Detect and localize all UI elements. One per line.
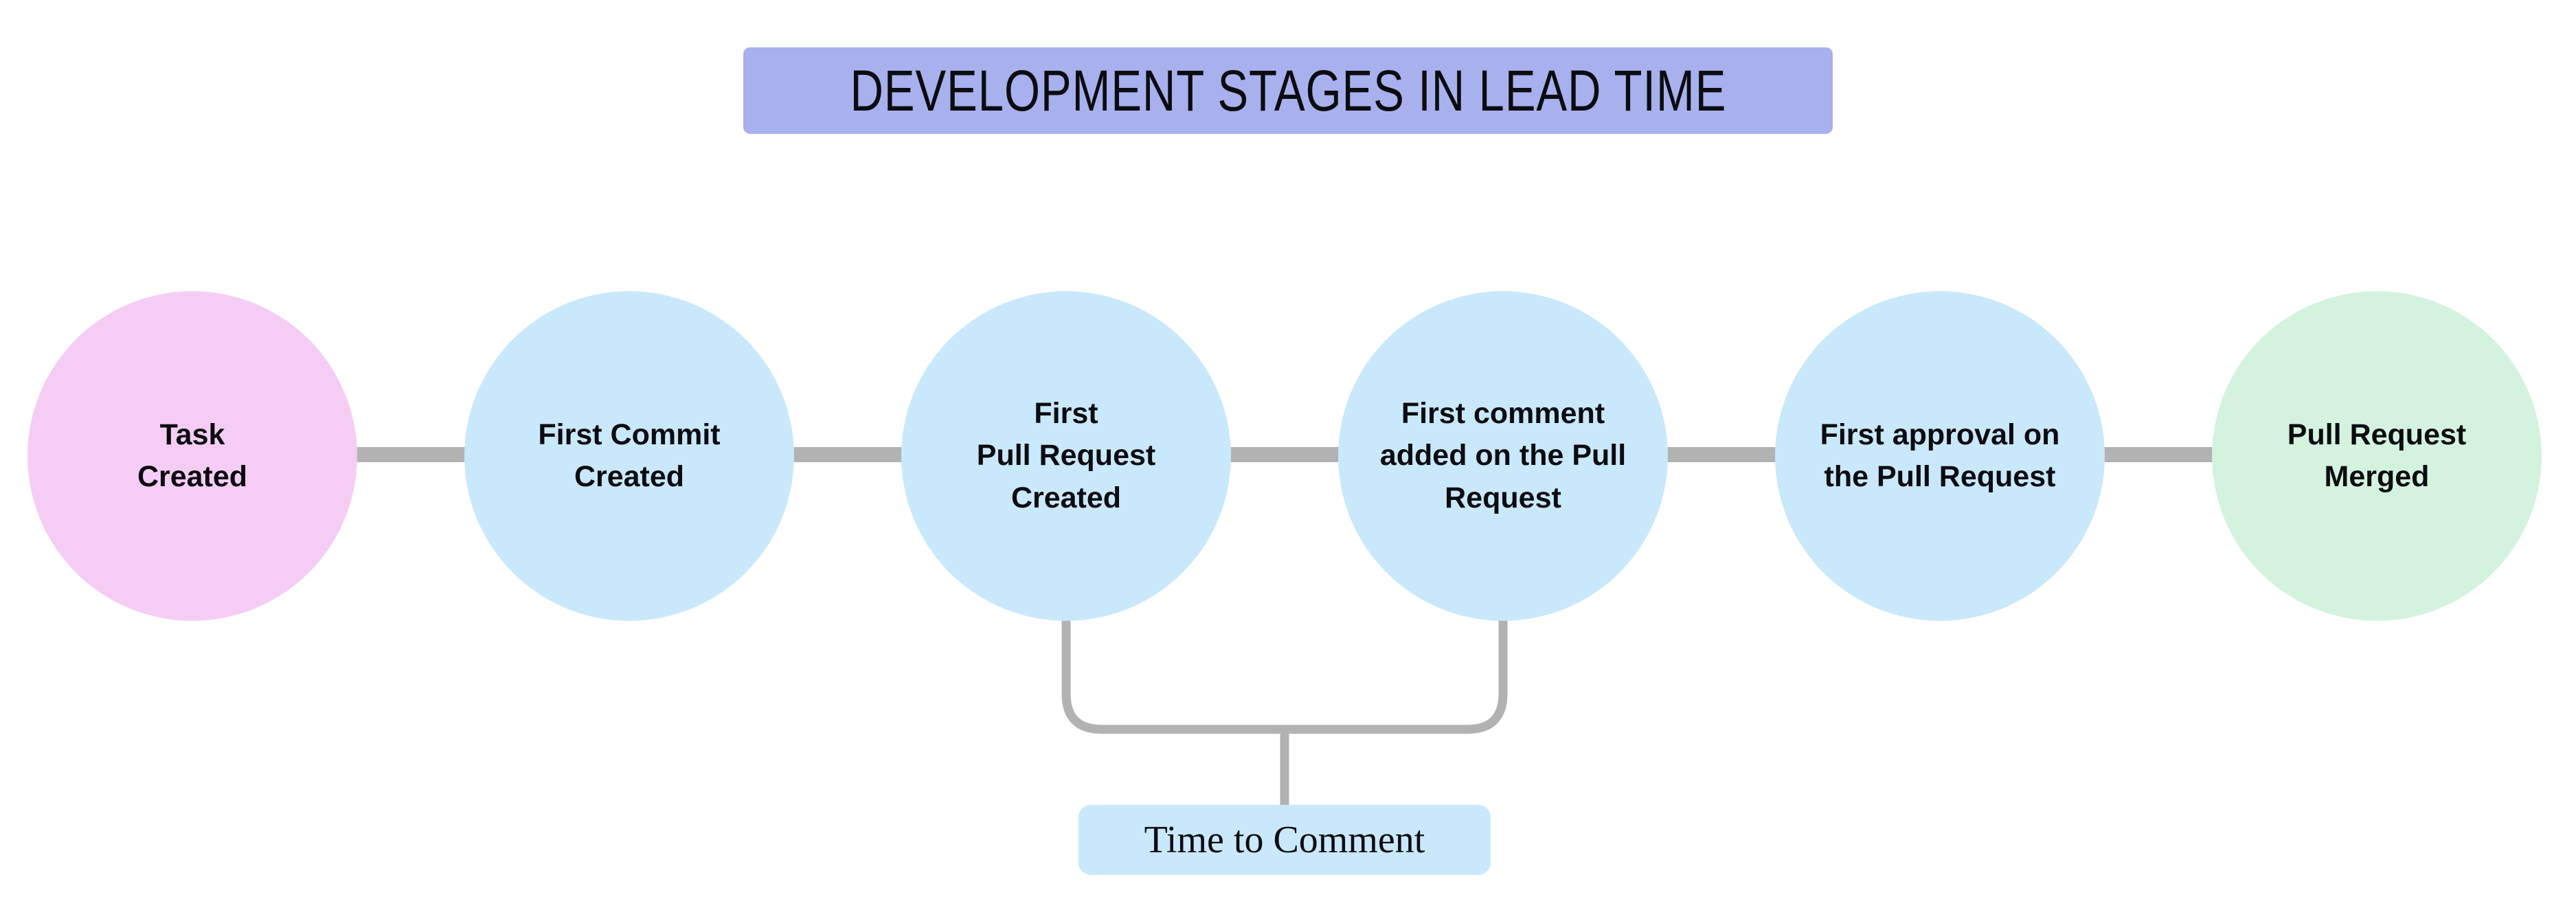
time-to-comment-text: Time to Comment	[1144, 819, 1425, 861]
stage-label-first-approval: First approval on the Pull Request	[1820, 418, 2060, 493]
bracket-path	[1061, 615, 1508, 808]
title-banner: DEVELOPMENT STAGES IN LEAD TIME	[743, 47, 1833, 134]
stage-label-pull-request-merged: Pull Request Merged	[2287, 418, 2467, 493]
stage-circle-first-comment-added: First comment added on the Pull Request	[1338, 291, 1668, 621]
stage-circle-first-commit-created: First Commit Created	[464, 291, 794, 621]
stage-label-first-pull-request-created: First Pull Request Created	[976, 397, 1156, 514]
stage-circle-task-created: Task Created	[27, 291, 357, 621]
stage-circle-first-pull-request-created: First Pull Request Created	[901, 291, 1231, 621]
stage-label-first-commit-created: First Commit Created	[538, 418, 721, 493]
time-to-comment-bracket	[1061, 615, 1508, 808]
stage-label-task-created: Task Created	[137, 418, 248, 493]
stage-circle-pull-request-merged: Pull Request Merged	[2212, 291, 2542, 621]
time-to-comment-label: Time to Comment	[1078, 805, 1491, 875]
stage-circle-first-approval: First approval on the Pull Request	[1775, 291, 2105, 621]
page-title: DEVELOPMENT STAGES IN LEAD TIME	[850, 58, 1726, 123]
stage-label-first-comment-added: First comment added on the Pull Request	[1379, 397, 1627, 514]
